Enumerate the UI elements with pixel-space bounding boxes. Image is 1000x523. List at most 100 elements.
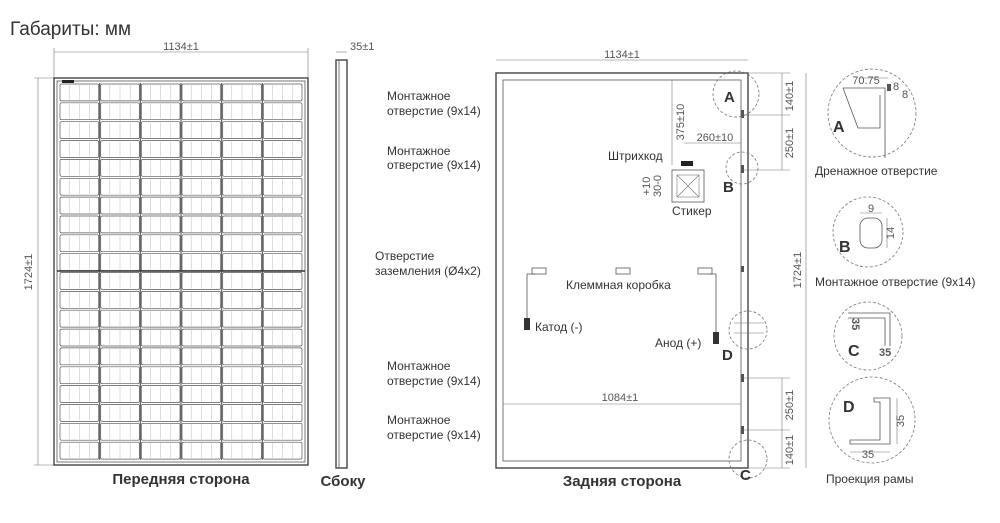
detail-c-dim-v: 35	[849, 318, 861, 330]
front-view: 1134±1 1724±1 Передняя сторона	[23, 41, 309, 488]
page-title: Габариты: мм	[10, 19, 131, 40]
solar-cell	[140, 102, 181, 121]
solar-cell	[100, 328, 140, 347]
detail-d-caption: Проекция рамы	[826, 472, 914, 486]
solar-cell	[59, 385, 100, 403]
solar-cell	[262, 121, 303, 139]
solar-cell	[100, 159, 140, 177]
marker-d-circle	[728, 310, 768, 350]
solar-cell	[262, 159, 303, 177]
solar-cell	[262, 366, 303, 385]
sticker-inner	[676, 174, 700, 198]
ground-label-line1: Отверстие	[375, 249, 435, 263]
solar-cell	[222, 366, 262, 385]
solar-cell	[59, 102, 100, 121]
solar-cell	[59, 347, 100, 366]
solar-cell	[59, 121, 100, 139]
detail-d: 35 35 D Проекция рамы	[826, 376, 916, 486]
solar-cell	[100, 121, 140, 139]
solar-cell	[222, 177, 262, 196]
solar-cell	[59, 441, 100, 460]
mount-label-1-line2: отверстие (9x14)	[387, 104, 481, 118]
side-caption: Сбоку	[321, 473, 367, 490]
solar-cell	[140, 441, 181, 460]
detail-a-dim2: 8	[893, 81, 899, 93]
mount-label-3-line2: отверстие (9x14)	[387, 374, 481, 388]
solar-cell	[181, 291, 222, 309]
cathode-connector	[524, 318, 530, 330]
solar-cell	[59, 140, 100, 158]
marker-a-circle	[712, 70, 760, 118]
solar-cell	[222, 422, 262, 441]
solar-cell	[59, 196, 100, 215]
solar-cell	[222, 234, 262, 253]
solar-cell	[140, 366, 181, 385]
solar-cell	[59, 404, 100, 422]
solar-cell	[181, 309, 222, 328]
solar-cell	[181, 366, 222, 385]
detail-a-drain	[887, 84, 891, 91]
solar-cell	[181, 121, 222, 139]
solar-cell	[100, 83, 140, 102]
solar-cell	[262, 215, 303, 234]
solar-cell	[59, 159, 100, 177]
solar-cell	[222, 404, 262, 422]
solar-cell	[222, 347, 262, 366]
marker-c: C	[740, 467, 751, 484]
solar-cell	[262, 422, 303, 441]
solar-cell	[181, 83, 222, 102]
ground-hole	[741, 266, 744, 272]
mount-hole-3	[741, 374, 744, 382]
solar-cell	[59, 272, 100, 290]
solar-cell	[100, 140, 140, 158]
solar-cell	[100, 366, 140, 385]
detail-a-frame-inner	[842, 87, 881, 129]
detail-a-caption: Дренажное отверстие	[815, 164, 938, 178]
detail-a-dim1: 70.75	[852, 75, 880, 87]
solar-cell	[181, 422, 222, 441]
cathode-label: Катод (-)	[535, 320, 583, 334]
detail-b-slot	[859, 217, 883, 249]
detail-c-circle	[833, 301, 903, 371]
solar-cell	[59, 83, 100, 102]
solar-cell	[100, 404, 140, 422]
solar-cell	[262, 291, 303, 309]
solar-cell	[100, 385, 140, 403]
solar-cell	[59, 177, 100, 196]
junction-box-center	[615, 267, 631, 275]
solar-cell	[222, 385, 262, 403]
solar-cell	[181, 159, 222, 177]
solar-cell	[262, 404, 303, 422]
solar-cell	[59, 234, 100, 253]
solar-cell	[140, 177, 181, 196]
marker-a: A	[724, 89, 735, 106]
solar-cell	[222, 140, 262, 158]
detail-b-letter: B	[839, 239, 851, 256]
solar-cell	[262, 102, 303, 121]
detail-d-circle	[828, 376, 916, 464]
solar-cell	[222, 102, 262, 121]
solar-cell	[222, 196, 262, 215]
solar-cell	[100, 215, 140, 234]
detail-d-dim-v: 35	[895, 415, 907, 427]
anode-cable	[709, 273, 717, 332]
detail-d-letter: D	[843, 399, 855, 416]
mount-label-1-line1: Монтажное	[387, 89, 451, 103]
solar-cell	[181, 196, 222, 215]
solar-cell	[262, 177, 303, 196]
mount-label-2-line1: Монтажное	[387, 144, 451, 158]
solar-cell	[222, 309, 262, 328]
detail-b: 9 14 B Монтажное отверстие (9x14)	[815, 196, 976, 289]
dim-30: 30-0	[652, 175, 664, 197]
cathode-cable	[526, 273, 535, 318]
solar-cell	[100, 234, 140, 253]
solar-cell	[222, 159, 262, 177]
marker-d: D	[722, 347, 733, 364]
detail-c-letter: C	[848, 343, 860, 360]
dim-250-top: 250±1	[784, 128, 796, 159]
solar-cell	[262, 385, 303, 403]
barcode-label: Штрихкод	[608, 149, 663, 163]
front-width-dim: 1134±1	[163, 41, 199, 53]
mount-label-4-line2: отверстие (9x14)	[387, 428, 481, 442]
